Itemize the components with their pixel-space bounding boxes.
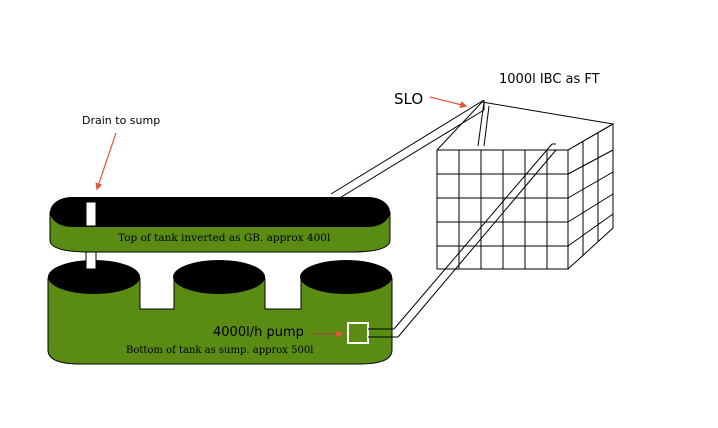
sump-lobe-3 bbox=[300, 260, 392, 294]
top-tank-growbed bbox=[49, 197, 391, 253]
drain-label: Drain to sump bbox=[82, 114, 161, 127]
slo-pipe bbox=[330, 99, 490, 200]
sump-notch-right bbox=[265, 262, 301, 309]
slo-label: SLO bbox=[394, 90, 424, 108]
ibc-cage bbox=[436, 101, 615, 270]
sump-notch-left bbox=[140, 262, 174, 309]
bottom-tank-label: Bottom of tank as sump. approx 500l bbox=[126, 345, 314, 356]
pump-pipe bbox=[368, 143, 557, 338]
drain-arrow bbox=[95, 132, 117, 191]
slo-arrow bbox=[429, 96, 468, 109]
pump-label: 4000l/h pump bbox=[213, 325, 304, 340]
drain-pipe bbox=[85, 201, 97, 270]
bottom-tank-sump bbox=[47, 260, 393, 365]
sump-lobe-1 bbox=[48, 260, 140, 294]
top-tank-label: Top of tank inverted as GB. approx 400l bbox=[118, 232, 331, 244]
pump-box bbox=[347, 322, 369, 344]
sump-lobe-2 bbox=[173, 260, 265, 294]
ibc-label: 1000l IBC as FT bbox=[499, 72, 600, 87]
